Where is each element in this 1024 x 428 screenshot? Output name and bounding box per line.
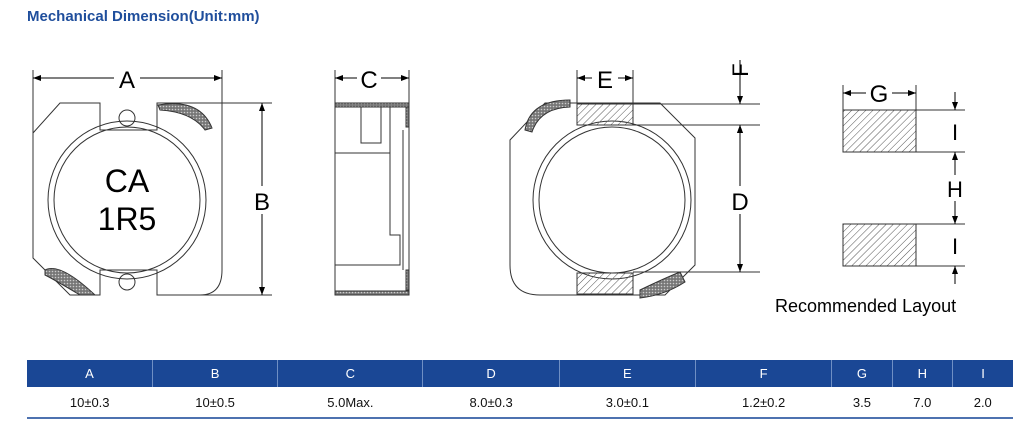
dim-label-e: E: [597, 67, 613, 94]
recommended-layout-label: Recommended Layout: [775, 296, 956, 316]
dim-label-a: A: [119, 67, 135, 94]
dimension-table: A B C D E F G H I 10±0.3 10±0.5 5.0Max. …: [27, 360, 1013, 419]
mechanical-drawing: A B CA 1R5 C E D F: [32, 60, 967, 316]
header-c: C: [277, 360, 423, 387]
value-f: 1.2±0.2: [741, 394, 786, 410]
front-view: [32, 70, 272, 296]
value-i: 2.0: [973, 394, 992, 410]
header-h: H: [891, 360, 953, 387]
dim-label-i-bottom: I: [952, 234, 958, 259]
header-d: D: [422, 360, 560, 387]
value-d: 8.0±0.3: [469, 394, 513, 410]
value-e: 3.0±0.1: [605, 394, 649, 410]
value-g: 3.5: [852, 394, 871, 410]
side-view: [334, 70, 410, 296]
page-title: Mechanical Dimension(Unit:mm): [27, 8, 260, 25]
marking-line1: CA: [105, 163, 150, 199]
bottom-view: [509, 60, 760, 299]
dim-label-b: B: [254, 189, 270, 216]
recommended-layout: [842, 85, 965, 284]
value-b: 10±0.5: [195, 394, 235, 410]
header-e: E: [558, 360, 696, 387]
value-a: 10±0.3: [69, 394, 110, 410]
dim-label-f: F: [728, 63, 753, 76]
dim-label-g: G: [870, 81, 889, 108]
table-header-row: A B C D E F G H I: [27, 360, 1013, 387]
dim-label-d: D: [731, 189, 748, 216]
value-h: 7.0: [913, 394, 932, 410]
dim-label-i-top: I: [952, 120, 958, 145]
value-c: 5.0Max.: [327, 394, 374, 410]
marking-line2: 1R5: [98, 201, 157, 237]
header-i: I: [952, 360, 1013, 387]
header-a: A: [27, 360, 153, 387]
header-f: F: [694, 360, 832, 387]
header-b: B: [151, 360, 278, 387]
table-row: 10±0.3 10±0.5 5.0Max. 8.0±0.3 3.0±0.1 1.…: [27, 387, 1013, 418]
dim-label-h: H: [947, 177, 963, 202]
header-g: G: [831, 360, 893, 387]
dim-label-c: C: [360, 67, 377, 94]
